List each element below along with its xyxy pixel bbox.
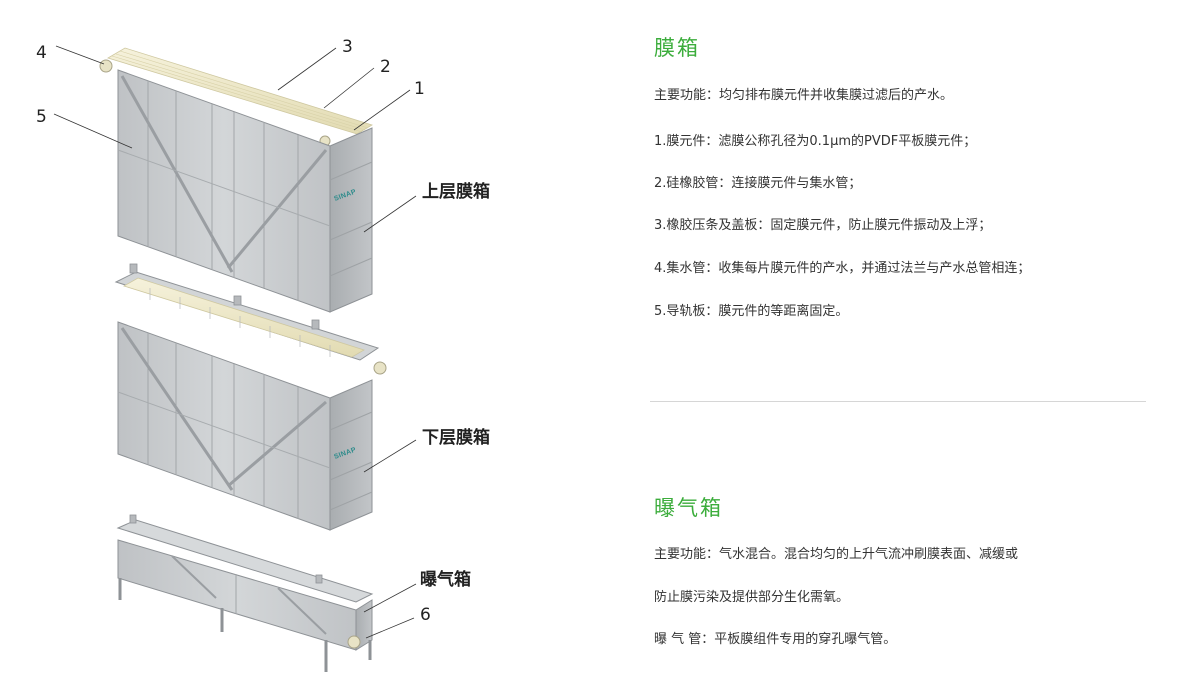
callout-1: 1 xyxy=(414,79,425,99)
label-lower-membrane-box: 下层膜箱 xyxy=(422,427,490,448)
aeration-box-main-function: 主要功能：气水混合。混合均匀的上升气流冲刷膜表面、减缓或 xyxy=(654,547,1019,562)
callout-4: 4 xyxy=(36,43,47,63)
membrane-box-item-4: 4.集水管：收集每片膜元件的产水，并通过法兰与产水总管相连； xyxy=(654,261,1031,276)
label-aeration-box: 曝气箱 xyxy=(420,569,471,590)
callout-leaders xyxy=(53,45,417,639)
aeration-box-title: 曝气箱 xyxy=(654,496,723,520)
section-divider xyxy=(650,401,1146,402)
membrane-box-item-1: 1.膜元件：滤膜公称孔径为0.1μm的PVDF平板膜元件； xyxy=(654,134,977,149)
aeration-box xyxy=(116,514,374,672)
membrane-box-item-3: 3.橡胶压条及盖板：固定膜元件，防止膜元件振动及上浮； xyxy=(654,218,992,233)
membrane-box-item-2: 2.硅橡胶管：连接膜元件与集水管； xyxy=(654,176,862,191)
callout-6: 6 xyxy=(420,605,431,625)
membrane-box-item-5: 5.导轨板：膜元件的等距离固定。 xyxy=(654,304,849,319)
callout-5: 5 xyxy=(36,107,47,127)
callout-2: 2 xyxy=(380,57,391,77)
membrane-box-main-function: 主要功能：均匀排布膜元件并收集膜过滤后的产水。 xyxy=(654,88,954,103)
label-upper-membrane-box: 上层膜箱 xyxy=(422,181,490,202)
aeration-box-main-function-cont: 防止膜污染及提供部分生化需氧。 xyxy=(654,590,850,605)
upper-membrane-box: SINAP xyxy=(99,47,373,313)
description-panel: 膜箱 主要功能：均匀排布膜元件并收集膜过滤后的产水。 1.膜元件：滤膜公称孔径为… xyxy=(650,0,1174,690)
membrane-box-title: 膜箱 xyxy=(654,36,700,60)
lower-membrane-box: SINAP xyxy=(114,263,387,531)
callout-3: 3 xyxy=(342,37,353,57)
membrane-module-diagram: SINAP xyxy=(36,37,490,672)
aeration-pipe-desc: 曝 气 管：平板膜组件专用的穿孔曝气管。 xyxy=(654,632,897,647)
